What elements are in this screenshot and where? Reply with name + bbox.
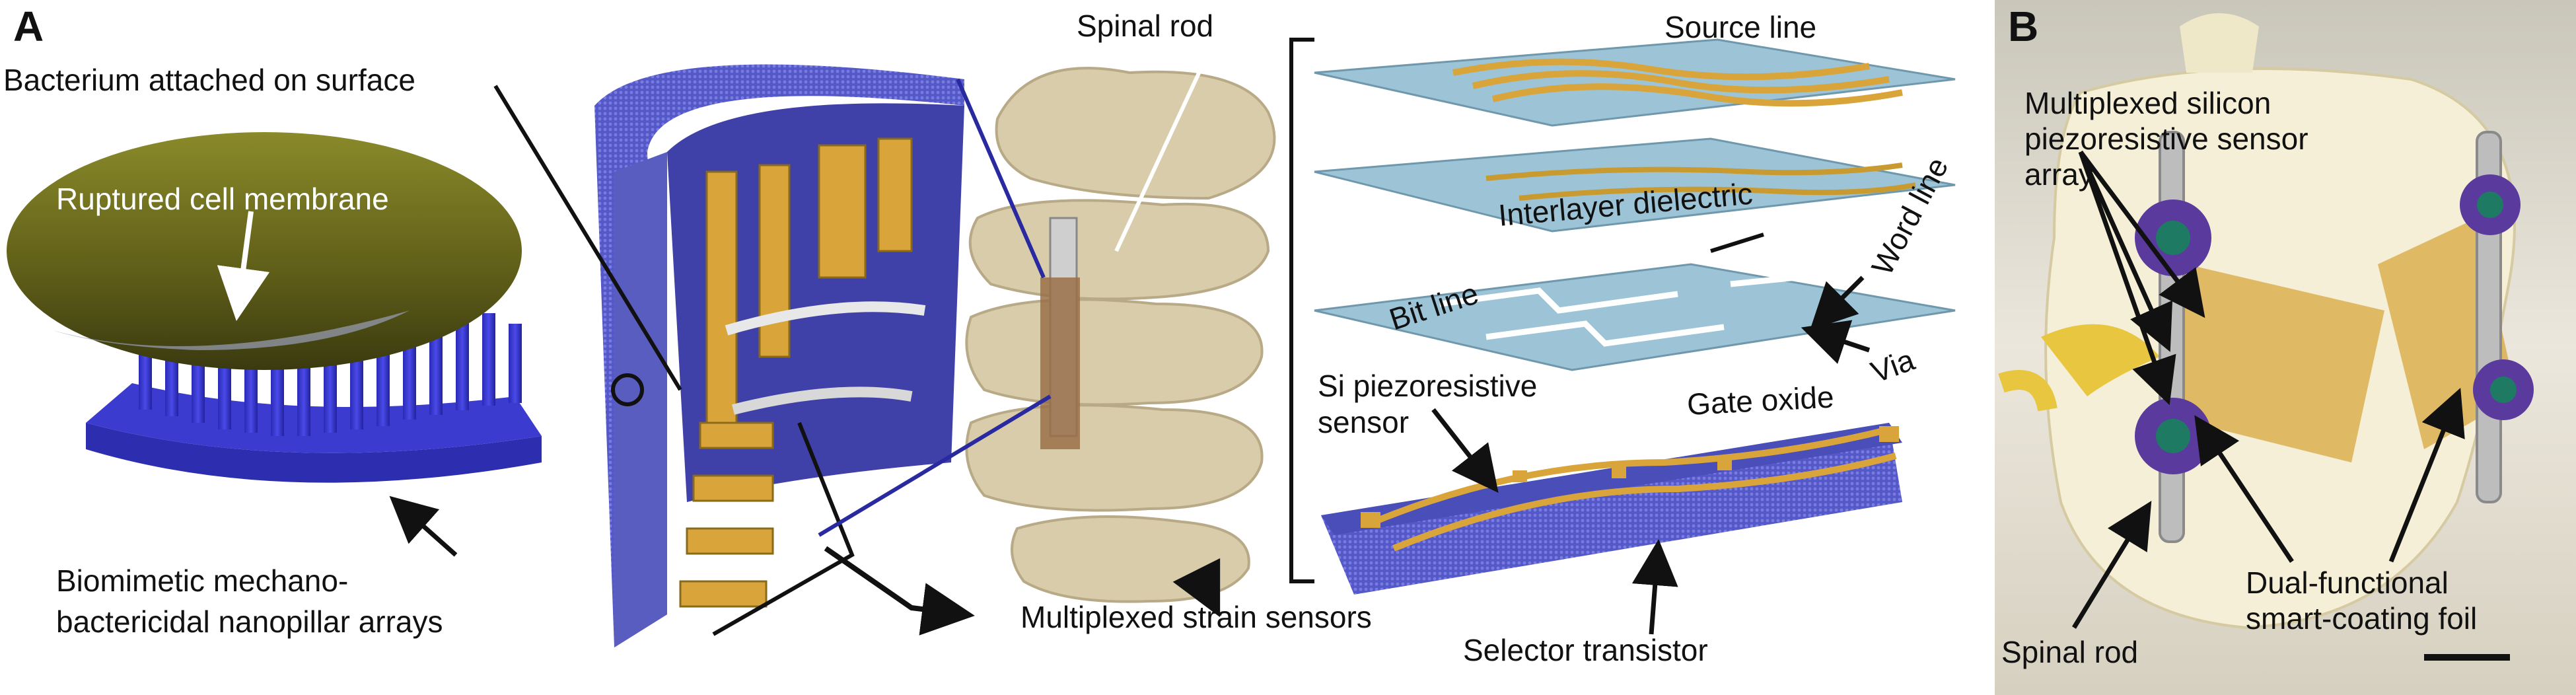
- label-source-line: Source line: [1664, 10, 1816, 44]
- arrow-cylinder-to-label: [824, 546, 975, 636]
- label-si-sensor-2: sensor: [1318, 405, 1409, 439]
- label-via: Via: [1867, 342, 1919, 389]
- label-mux-1: Multiplexed silicon: [2024, 86, 2271, 120]
- nanopillar-illustration: [7, 132, 542, 483]
- arrow-ruptured: [217, 211, 270, 321]
- scale-bar: [2424, 654, 2510, 661]
- label-gate-oxide: Gate oxide: [1686, 379, 1835, 421]
- label-mux-2: piezoresistive sensor: [2024, 122, 2308, 156]
- leader-spinal-rod-a: [1114, 65, 1204, 252]
- arrow-to-multiplexed: [1172, 558, 1221, 618]
- arrow-selector: [1631, 539, 1678, 635]
- label-spinal-rod-a: Spinal rod: [1077, 9, 1213, 43]
- panel-b-label: B: [2008, 3, 2038, 50]
- photo-arrows: [2072, 150, 2465, 629]
- leader-bacterium: [493, 85, 682, 391]
- label-biomimetic-1: Biomimetic mechano-: [56, 564, 348, 598]
- label-si-sensor-1: Si piezoresistive: [1318, 369, 1537, 403]
- label-mux-3: array: [2024, 157, 2094, 192]
- connector-line-bottom: [818, 394, 1052, 537]
- label-spinal-rod-b: Spinal rod: [2001, 635, 2138, 669]
- arrow-word-line: [1810, 275, 1865, 330]
- spine-illustration: [965, 67, 1276, 603]
- layer-stack: [1314, 38, 1956, 595]
- label-selector: Selector transistor: [1463, 633, 1708, 667]
- connector-line-top: [956, 78, 1046, 279]
- bacterium-body: [7, 132, 522, 370]
- label-dual-1: Dual-functional: [2246, 566, 2449, 600]
- arrow-nanopillar: [389, 495, 458, 557]
- photo-panel: [1995, 0, 2576, 695]
- arrow-si-sensor: [1431, 408, 1499, 494]
- cylinder-illustration: [594, 64, 964, 647]
- screw-heads: [2135, 174, 2534, 474]
- leader-bit-line: [1710, 233, 1764, 253]
- label-ruptured: Ruptured cell membrane: [56, 182, 389, 216]
- spinal-rod-a: [1040, 217, 1080, 449]
- panel-a-label: A: [13, 3, 44, 50]
- label-multiplexed-strain: Multiplexed strain sensors: [1020, 600, 1372, 634]
- bracket: [1289, 38, 1314, 583]
- arrow-via: [1801, 320, 1871, 364]
- label-dual-2: smart-coating foil: [2246, 601, 2477, 636]
- label-biomimetic-2: bactericidal nanopillar arrays: [56, 604, 443, 639]
- label-bacterium: Bacterium attached on surface: [3, 63, 415, 97]
